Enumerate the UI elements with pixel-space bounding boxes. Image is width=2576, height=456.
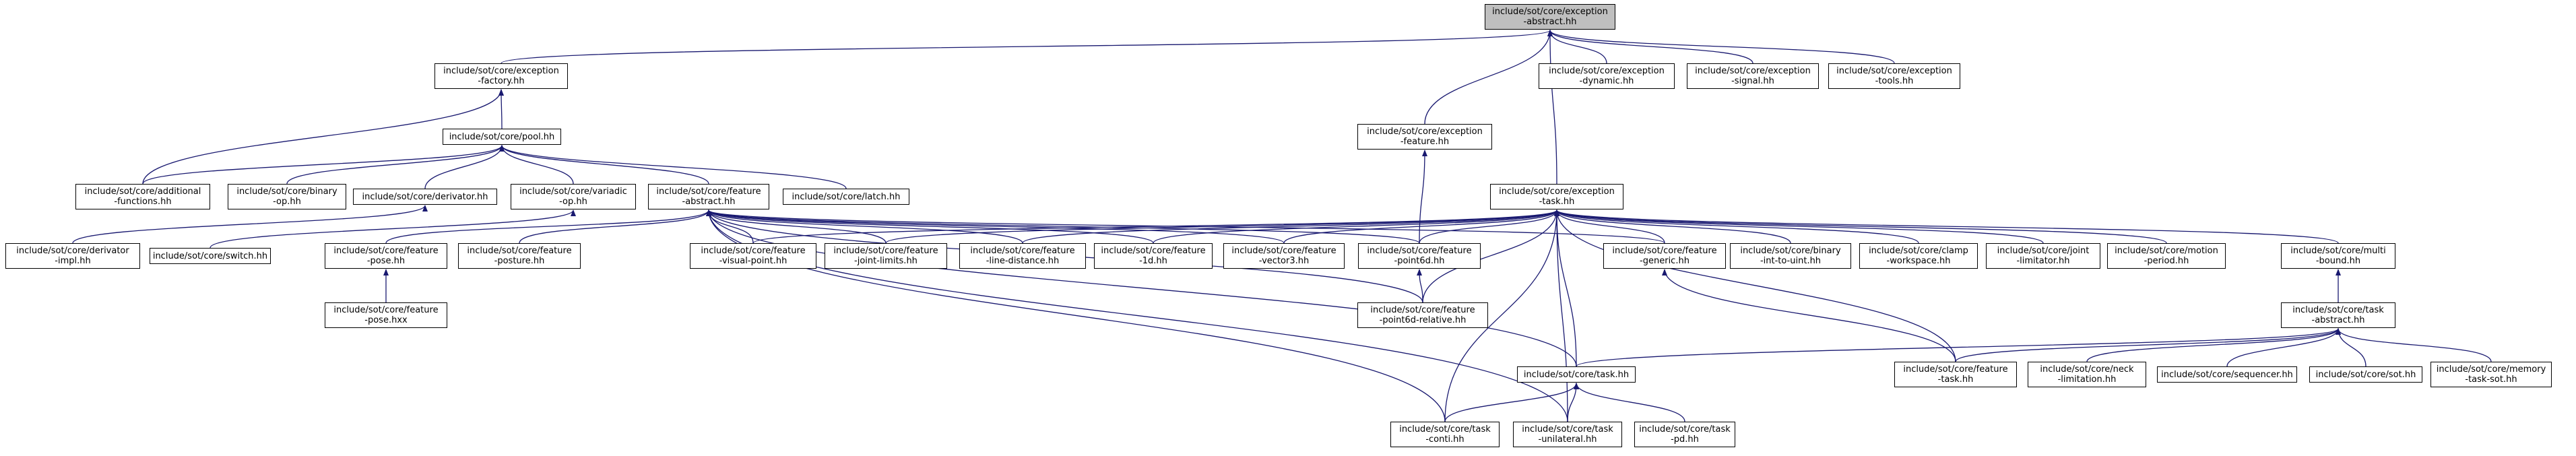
node-sequencer[interactable]: include/sot/core/sequencer.hh: [2157, 366, 2297, 383]
edge-task-to-feat_abstract: [706, 209, 1577, 367]
edge-feat_1d-to-exc_task: [1153, 209, 1559, 244]
edge-feat_generic-to-feat_abstract: [706, 209, 1665, 244]
node-feature-vector3[interactable]: include/sot/core/feature -vector3.hh: [1223, 243, 1345, 269]
node-task-pd[interactable]: include/sot/core/task -pd.hh: [1634, 422, 1735, 447]
edge-feat_joint-to-exc_task: [885, 209, 1559, 244]
edge-task_pd-to-task: [1574, 383, 1685, 422]
node-task[interactable]: include/sot/core/task.hh: [1517, 366, 1636, 383]
edge-additional-to-pool: [142, 145, 505, 185]
node-task-unilateral[interactable]: include/sot/core/task -unilateral.hh: [1513, 422, 1622, 447]
node-sot[interactable]: include/sot/core/sot.hh: [2309, 366, 2422, 383]
edge-feat_task-to-feat_generic: [1662, 269, 1956, 362]
edge-exc_signal-to-exc_abstract: [1547, 30, 1753, 64]
edge-task-to-task_abstract: [1576, 328, 2341, 367]
node-task-conti[interactable]: include/sot/core/task -conti.hh: [1390, 422, 1500, 447]
node-exception-dynamic[interactable]: include/sot/core/exception -dynamic.hh: [1539, 63, 1675, 89]
edge-latch-to-pool: [499, 145, 847, 189]
node-exception-signal[interactable]: include/sot/core/exception -signal.hh: [1687, 63, 1819, 89]
node-neck-limitation[interactable]: include/sot/core/neck -limitation.hh: [2028, 362, 2146, 387]
edge-motion-to-exc_task: [1554, 209, 2167, 244]
node-clamp-workspace[interactable]: include/sot/core/clamp -workspace.hh: [1859, 243, 1978, 269]
node-feature-line-distance[interactable]: include/sot/core/feature -line-distance.…: [959, 243, 1086, 269]
edge-clamp-to-exc_task: [1554, 209, 1919, 244]
node-binary-int-to-uint[interactable]: include/sot/core/binary -int-to-uint.hh: [1730, 243, 1851, 269]
edge-feat_point6d-to-exc_task: [1419, 209, 1559, 244]
node-exception-abstract: include/sot/core/exception -abstract.hh: [1485, 4, 1615, 30]
node-memory-task-sot[interactable]: include/sot/core/memory -task-sot.hh: [2430, 362, 2552, 387]
edge-exc_tools-to-exc_abstract: [1547, 30, 1895, 64]
node-feature-pose[interactable]: include/sot/core/feature -pose.hh: [325, 243, 447, 269]
edge-multi-to-exc_task: [1554, 209, 2339, 244]
edge-additional-to-exc_factory: [142, 89, 504, 185]
edge-neck-to-task_abstract: [2086, 328, 2341, 362]
node-multi-bound[interactable]: include/sot/core/multi -bound.hh: [2281, 243, 2395, 269]
node-feature-visual-point[interactable]: include/sot/core/feature -visual-point.h…: [690, 243, 816, 269]
edge-feat_point6d-to-feat_abstract: [706, 209, 1420, 244]
edge-feat_abstract-to-pool: [499, 145, 709, 185]
edge-task-to-exc_task: [1554, 209, 1577, 367]
node-variadic-op[interactable]: include/sot/core/variadic -op.hh: [511, 184, 636, 209]
edge-exc_factory-to-exc_abstract: [501, 30, 1553, 64]
node-exception-tools[interactable]: include/sot/core/exception -tools.hh: [1828, 63, 1960, 89]
node-exception-feature[interactable]: include/sot/core/exception -feature.hh: [1357, 124, 1492, 150]
edge-feat_point6d-to-exc_feature: [1419, 150, 1427, 244]
edge-feat_p6d_rel-to-feat_point6d: [1417, 269, 1423, 303]
edge-feat_task-to-exc_task: [1554, 209, 1956, 362]
edge-binary_int-to-exc_task: [1554, 209, 1791, 244]
node-feature-posture[interactable]: include/sot/core/feature -posture.hh: [458, 243, 581, 269]
edge-sequencer-to-task_abstract: [2226, 328, 2341, 367]
edge-sot-to-task_abstract: [2336, 328, 2366, 367]
edge-exc_feature-to-exc_abstract: [1424, 30, 1553, 125]
edge-task_conti-to-task: [1444, 383, 1579, 422]
node-feature-point6d-relative[interactable]: include/sot/core/feature -point6d-relati…: [1357, 302, 1488, 328]
node-feature-abstract[interactable]: include/sot/core/feature -abstract.hh: [648, 184, 769, 209]
edge-feat_posture-to-feat_abstract: [519, 209, 711, 244]
node-exception-factory[interactable]: include/sot/core/exception -factory.hh: [434, 63, 568, 89]
edge-feat_line-to-feat_abstract: [706, 209, 1023, 244]
edge-feat_line-to-exc_task: [1022, 209, 1559, 244]
node-joint-limitator[interactable]: include/sot/core/joint -limitator.hh: [1986, 243, 2100, 269]
node-feature-joint-limits[interactable]: include/sot/core/feature -joint-limits.h…: [825, 243, 947, 269]
edge-binary_op-to-pool: [286, 145, 505, 185]
edge-feat_task-to-task_abstract: [1955, 328, 2341, 362]
edge-feat_visual-to-exc_task: [752, 209, 1559, 244]
node-additional-functions[interactable]: include/sot/core/additional -functions.h…: [75, 184, 210, 209]
edge-joint_lim-to-exc_task: [1554, 209, 2044, 244]
node-derivator[interactable]: include/sot/core/derivator.hh: [353, 189, 497, 205]
edge-feat_1d-to-feat_abstract: [706, 209, 1154, 244]
edge-feat_joint-to-feat_abstract: [706, 209, 887, 244]
edge-pool-to-exc_factory: [498, 89, 505, 129]
node-feature-point6d[interactable]: include/sot/core/feature -point6d.hh: [1358, 243, 1481, 269]
edge-feat_vector3-to-feat_abstract: [706, 209, 1285, 244]
edge-task_conti-to-feat_abstract: [706, 209, 1446, 422]
node-pool[interactable]: include/sot/core/pool.hh: [443, 129, 561, 145]
edge-task_conti-to-exc_task: [1444, 209, 1559, 422]
node-binary-op[interactable]: include/sot/core/binary -op.hh: [228, 184, 346, 209]
edge-derivator-to-pool: [424, 145, 505, 189]
edge-feat_generic-to-exc_task: [1554, 209, 1665, 244]
node-derivator-impl[interactable]: include/sot/core/derivator -impl.hh: [5, 243, 140, 269]
edge-variadic-to-pool: [499, 145, 574, 185]
node-feature-1d[interactable]: include/sot/core/feature -1d.hh: [1094, 243, 1213, 269]
node-switch[interactable]: include/sot/core/switch.hh: [150, 248, 271, 264]
edge-switch-to-variadic: [210, 209, 576, 249]
edge-deriv_impl-to-derivator: [72, 205, 428, 244]
node-latch[interactable]: include/sot/core/latch.hh: [783, 189, 909, 205]
edge-task_unilateral-to-exc_task: [1554, 209, 1568, 422]
node-feature-pose-hxx[interactable]: include/sot/core/feature -pose.hxx: [325, 302, 447, 328]
edge-feat_vector3-to-exc_task: [1283, 209, 1559, 244]
node-exception-task[interactable]: include/sot/core/exception -task.hh: [1490, 184, 1623, 209]
edge-exc_task-to-exc_abstract: [1547, 30, 1557, 185]
node-motion-period[interactable]: include/sot/core/motion -period.hh: [2107, 243, 2226, 269]
node-task-abstract[interactable]: include/sot/core/task -abstract.hh: [2281, 302, 2395, 328]
edge-feat_p6d_rel-to-exc_task: [1422, 209, 1559, 303]
edge-feat_pose-to-feat_abstract: [385, 209, 711, 244]
node-feature-task[interactable]: include/sot/core/feature -task.hh: [1894, 362, 2017, 387]
edge-memory-to-task_abstract: [2336, 328, 2492, 362]
node-feature-generic[interactable]: include/sot/core/feature -generic.hh: [1603, 243, 1726, 269]
